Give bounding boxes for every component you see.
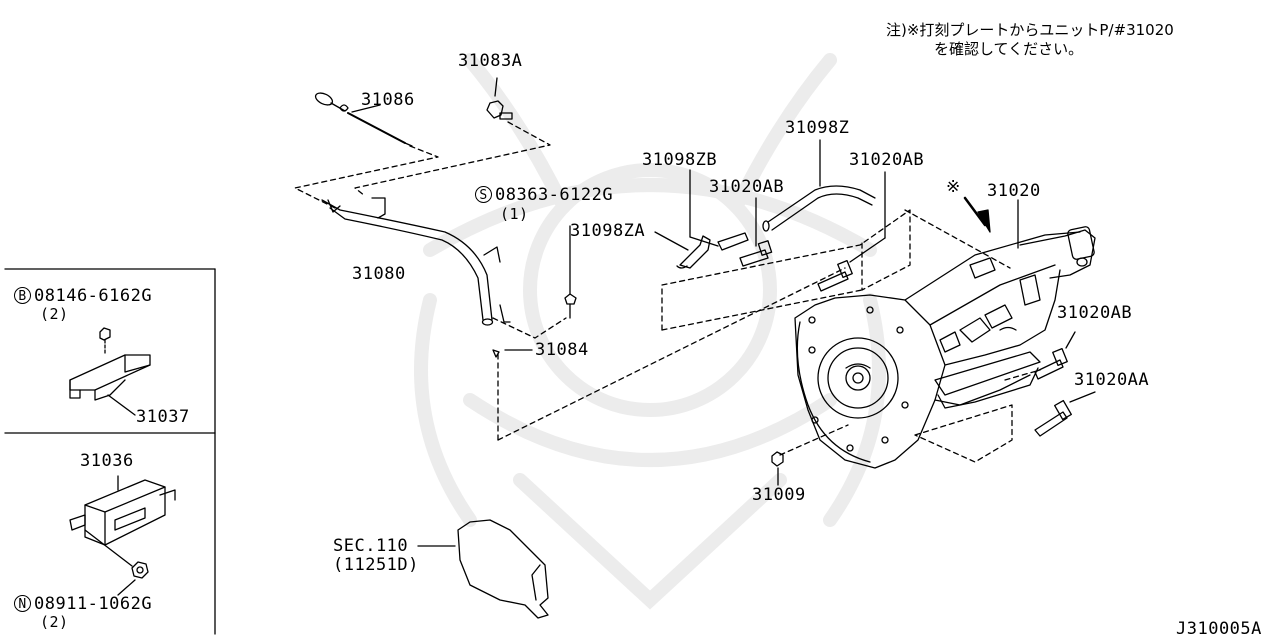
label-08911-qty: (2) — [40, 613, 69, 631]
label-31036[interactable]: 31036 — [80, 451, 134, 471]
module-31036 — [69, 475, 176, 596]
guide-lines-mid — [492, 267, 846, 441]
bracket-31037 — [69, 327, 151, 416]
label-31098ZB[interactable]: 31098ZB — [642, 150, 718, 170]
label-31020AB-mid[interactable]: 31020AB — [709, 177, 785, 197]
filler-tube-31080 — [321, 197, 511, 326]
diagram-code: J310005A — [1176, 619, 1262, 639]
label-08146-qty: (2) — [40, 305, 69, 323]
bolt-type-b-icon: B — [14, 287, 31, 304]
label-31020AB-right[interactable]: 31020AB — [1057, 303, 1133, 323]
label-31083A[interactable]: 31083A — [458, 51, 523, 71]
bolt-31020AB-right — [1034, 331, 1076, 380]
dipstick-31086 — [314, 92, 413, 147]
label-sec110-ref[interactable]: (11251D) — [333, 555, 419, 575]
label-31020AB-top[interactable]: 31020AB — [849, 150, 925, 170]
transmission-31020 — [794, 196, 1096, 469]
bolt-31020AA — [1034, 391, 1096, 437]
insulator-sec110 — [417, 519, 549, 619]
bolt-31083A — [486, 77, 513, 120]
oring-31084 — [492, 349, 533, 358]
bolt-31020AB-top — [817, 171, 886, 292]
bolt-08363 — [564, 225, 577, 319]
bolt-type-s-icon: S — [475, 186, 492, 203]
note-line-2: を確認してください。 — [934, 40, 1084, 58]
label-08911-number: 08911-1062G — [34, 594, 153, 614]
guide-lines-box — [661, 209, 1041, 463]
plug-31009 — [771, 424, 849, 486]
label-31084[interactable]: 31084 — [535, 340, 589, 360]
label-31037[interactable]: 31037 — [136, 407, 190, 427]
label-08363-number: 08363-6122G — [495, 185, 614, 205]
label-31020AA[interactable]: 31020AA — [1074, 370, 1150, 390]
note-line-1: 注)※打刻プレートからユニットP/#31020 — [886, 21, 1174, 39]
label-31098ZA[interactable]: 31098ZA — [570, 221, 646, 241]
bolt-31020AB-mid — [739, 197, 773, 267]
panel-frames — [4, 268, 216, 635]
guide-lines-upper — [294, 121, 551, 209]
label-31086[interactable]: 31086 — [361, 90, 415, 110]
label-31098Z[interactable]: 31098Z — [785, 118, 850, 138]
watermark-emblem — [414, 53, 886, 610]
label-sec110[interactable]: SEC.110 — [333, 536, 409, 556]
label-08146-number: 08146-6162G — [34, 286, 153, 306]
pipe-31098ZB — [689, 169, 749, 251]
label-31009[interactable]: 31009 — [752, 485, 806, 505]
label-31020-mark: ※ — [946, 177, 961, 197]
label-31020[interactable]: 31020 — [987, 181, 1041, 201]
tube-31098Z — [762, 139, 876, 232]
label-31080[interactable]: 31080 — [352, 264, 406, 284]
nut-type-n-icon: N — [14, 595, 31, 612]
label-08363-qty: (1) — [500, 205, 529, 223]
bracket-31098ZA — [654, 231, 711, 269]
